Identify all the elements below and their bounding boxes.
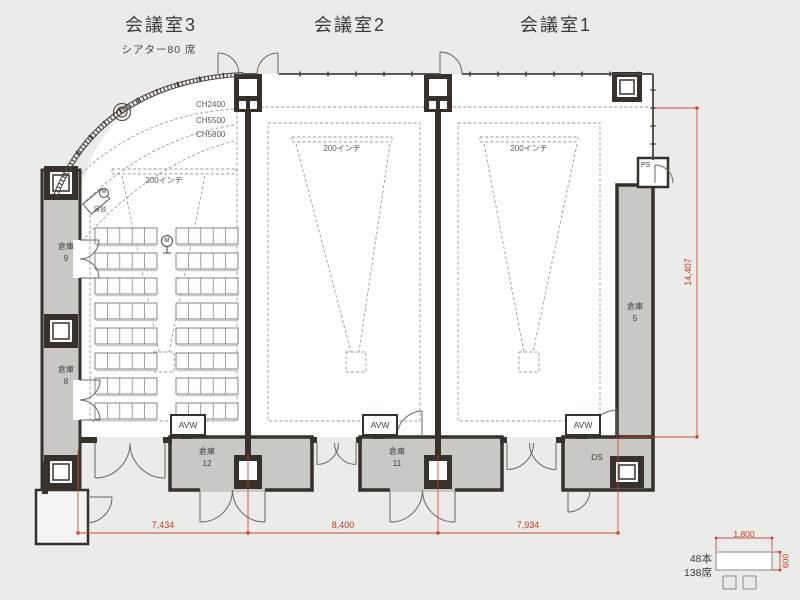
storage-5-label: 倉庫 5: [627, 301, 643, 324]
legend-table-count: 48本: [689, 553, 712, 565]
legend-table-symbol: [715, 551, 773, 590]
avw-label-room3: AVW: [178, 420, 198, 430]
storage-11-label: 倉庫 11: [389, 446, 405, 469]
screen-label-room3: 200インチ: [145, 176, 183, 185]
avw-label-room1: AVW: [573, 420, 593, 430]
storage-9-name: 倉庫: [58, 242, 74, 251]
column-circle-icon: [112, 102, 132, 122]
legend-seat-count: 138席: [683, 567, 712, 579]
storage-8-name: 倉庫: [58, 365, 74, 374]
room1-title: 会議室1: [519, 15, 593, 35]
podium-label: 演台: [93, 206, 107, 213]
storage-5-name: 倉庫: [627, 302, 643, 311]
pillar-left-mid: [44, 314, 78, 348]
ceiling-height-label-1: CH2400: [196, 100, 226, 109]
pillar-top-2-1: [424, 74, 452, 112]
storage-9-number: 9: [63, 253, 69, 263]
storage-5-number: 5: [632, 313, 638, 323]
storage-9-label: 倉庫 9: [58, 241, 74, 264]
curtain-walls: [53, 72, 654, 198]
room2-title: 会議室2: [313, 15, 387, 35]
ds-label: DS: [591, 452, 603, 462]
storage-11-number: 11: [392, 458, 402, 468]
dim-bottom-room1: 7,934: [516, 520, 540, 530]
avw-box-room3: AVW: [170, 414, 206, 436]
dim-bottom-room2: 8,400: [331, 520, 355, 530]
avw-box-room1: AVW: [565, 414, 601, 436]
ps-room: [636, 156, 670, 189]
pillar-top-3-2: [234, 74, 262, 112]
room3-subtitle: シアター80 席: [121, 44, 197, 56]
room3-title: 会議室3: [124, 15, 198, 35]
pillar-bottom-right: [610, 456, 644, 488]
storage-8-label: 倉庫 8: [58, 364, 74, 387]
avw-stubs: [181, 433, 587, 439]
dim-right-depth: 14,407: [683, 258, 694, 286]
avw-label-room2: AVW: [370, 420, 390, 430]
ceiling-height-label-2: CH5500: [196, 116, 226, 125]
dim-bottom-room3: 7,434: [151, 520, 175, 530]
podium-mic-letter: M: [101, 189, 107, 196]
dimension-dots: [76, 106, 782, 572]
pillar-left-bottom: [44, 455, 78, 489]
pillar-left-top: [44, 166, 78, 200]
ceiling-height-label-3: CH5800: [196, 130, 226, 139]
screen-label-room1: 200インチ: [510, 144, 548, 153]
podium-and-mics: [82, 102, 173, 254]
floor-mic-letter: M: [164, 236, 170, 244]
lower-left-room: [34, 488, 90, 546]
dim-table-depth: 600: [780, 553, 791, 569]
podium-mic-icon: [99, 188, 109, 198]
storage-12-name: 倉庫: [199, 447, 215, 456]
avw-box-room2: AVW: [362, 414, 398, 436]
ps-label: PS: [641, 162, 651, 169]
dim-table-width: 1,800: [733, 529, 755, 539]
storage-11-name: 倉庫: [389, 447, 405, 456]
pillar-top-right: [612, 72, 642, 102]
storage-12-number: 12: [202, 458, 212, 468]
screen-label-room2: 200インチ: [323, 144, 361, 153]
hall-interior: [80, 74, 653, 437]
storage-12-label: 倉庫 12: [199, 446, 215, 469]
dimension-lines: [77, 107, 781, 571]
storage-8-number: 8: [63, 376, 69, 386]
